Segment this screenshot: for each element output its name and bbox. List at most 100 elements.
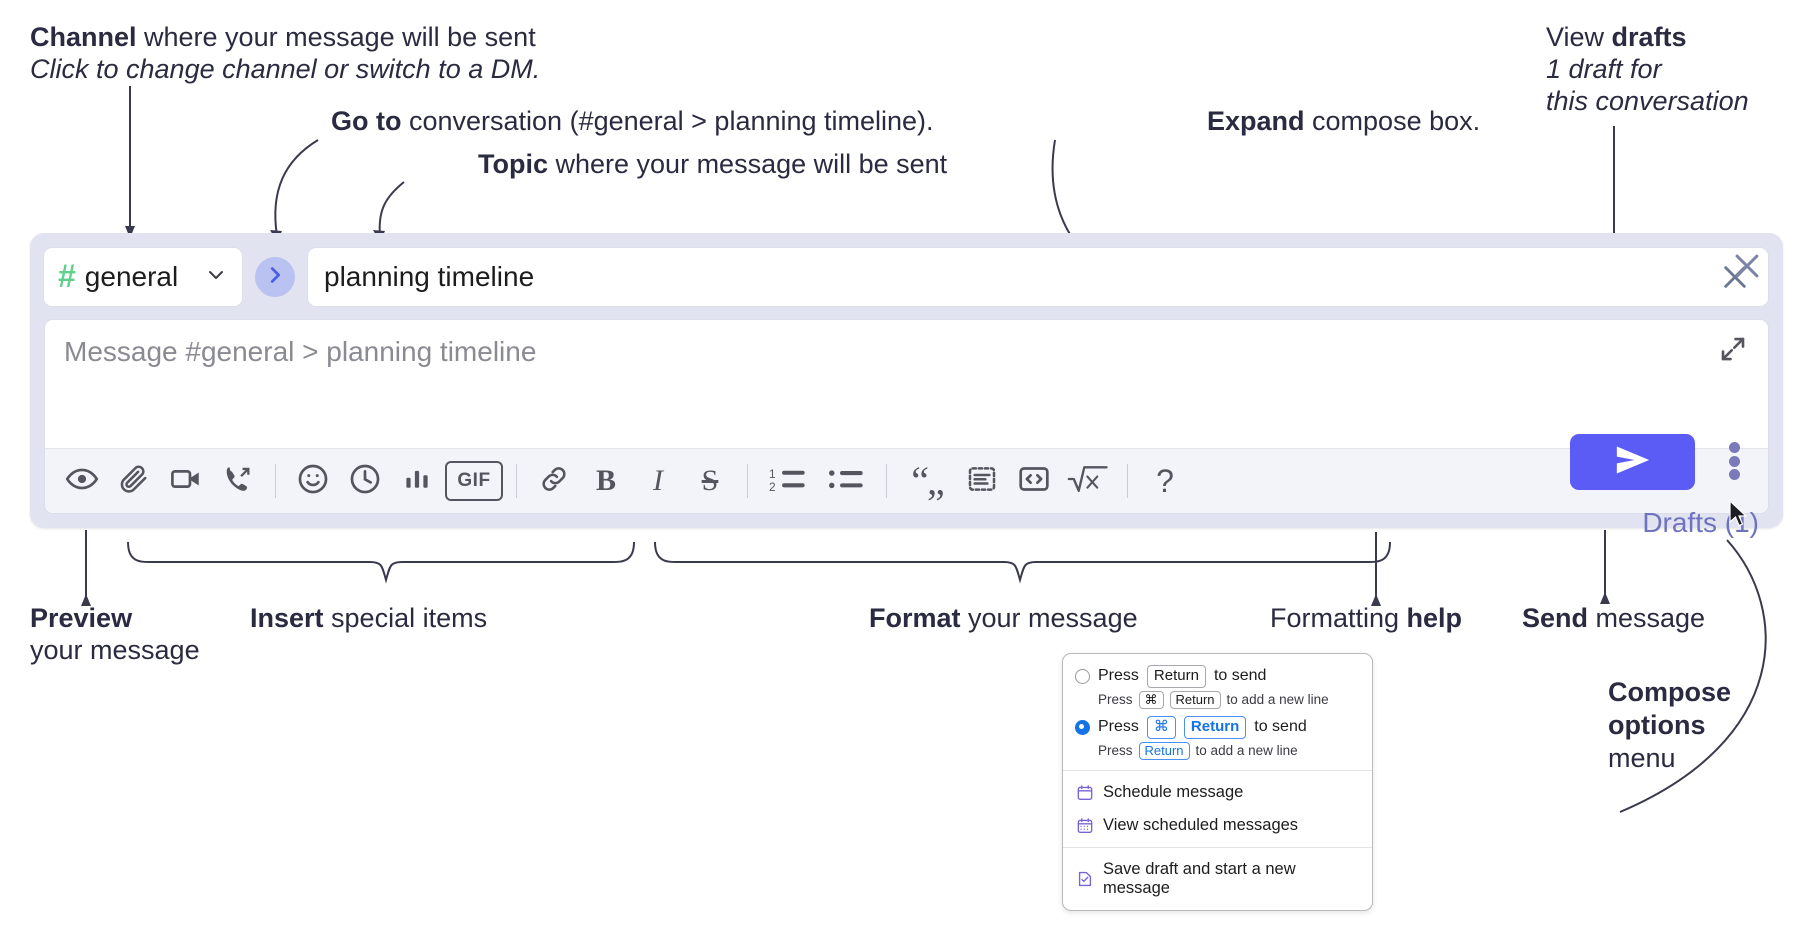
annotation-channel: Channel where your message will be sent …: [30, 22, 540, 86]
chevron-right-icon: [264, 264, 286, 291]
annotation-expand-rest: compose box.: [1304, 106, 1481, 136]
separator-2: [516, 464, 517, 498]
more-vertical-icon-dot-3: [1728, 469, 1740, 480]
menu-item-label: Save draft and start a new message: [1103, 860, 1296, 897]
key-return: Return: [1138, 741, 1190, 760]
send-option-1-sub-tail: to add a new line: [1226, 692, 1329, 708]
send-paper-plane-icon: [1613, 443, 1653, 482]
annotation-channel-rest: where your message will be sent: [136, 22, 536, 52]
svg-text:1: 1: [769, 466, 776, 480]
code-button[interactable]: [1008, 455, 1060, 507]
annotation-help-bold: help: [1406, 603, 1463, 633]
poll-button[interactable]: [391, 455, 443, 507]
annotation-topic: Topic where your message will be sent: [478, 149, 947, 181]
radio-unselected[interactable]: [1075, 668, 1090, 684]
annotation-format: Format your message: [869, 603, 1138, 635]
annotation-preview-line2: your message: [30, 634, 200, 665]
radio-selected[interactable]: [1075, 719, 1090, 735]
bold-button[interactable]: B: [580, 455, 632, 507]
send-option-row-1[interactable]: Press Return to send Press ⌘ Return to a…: [1075, 665, 1360, 709]
bulleted-list-button[interactable]: [817, 455, 875, 507]
send-option-2-press: Press: [1098, 718, 1139, 736]
menu-divider-2: [1063, 847, 1372, 848]
compose-box: # general planning timeline Message #gen…: [30, 233, 1783, 538]
annotation-send: Send message: [1522, 603, 1705, 635]
compose-options-button[interactable]: [1721, 442, 1747, 480]
emoji-button[interactable]: [287, 455, 339, 507]
send-option-1-tail: to send: [1213, 667, 1267, 685]
annotation-drafts-bold: drafts: [1611, 22, 1687, 52]
send-option-2-sub: Press Return to add a new line: [1098, 741, 1360, 760]
more-vertical-icon-dot-1: [1728, 442, 1740, 453]
blockquote-button[interactable]: “„: [898, 455, 956, 507]
annotation-drafts-italic1: 1 draft for: [1546, 53, 1662, 84]
topic-value: planning timeline: [324, 261, 535, 292]
formatting-help-button[interactable]: ?: [1139, 455, 1191, 507]
attach-button[interactable]: [108, 455, 160, 507]
blockquote-icon: “„: [911, 458, 944, 503]
annotation-send-rest: message: [1588, 603, 1706, 633]
menu-item-label: Schedule message: [1103, 783, 1244, 801]
menu-item-view-scheduled-messages[interactable]: View scheduled messages: [1063, 809, 1372, 842]
bold-icon: B: [595, 464, 616, 497]
annotation-drafts-plain: View: [1546, 22, 1612, 52]
annotation-format-bold: Format: [869, 603, 961, 633]
chevron-down-icon: [204, 263, 228, 292]
italic-button[interactable]: I: [632, 455, 684, 507]
preview-button[interactable]: [56, 455, 108, 507]
annotation-channel-bold: Channel: [30, 22, 137, 52]
key-return: Return: [1183, 716, 1247, 739]
compose-options-menu: Press Return to send Press ⌘ Return to a…: [1062, 653, 1373, 911]
phone-forward-icon: [222, 463, 254, 500]
schedule-group: Schedule message View scheduled messages: [1063, 771, 1372, 847]
code-block-button[interactable]: [956, 455, 1008, 507]
paperclip-icon: [118, 463, 150, 500]
channel-selector[interactable]: # general: [43, 247, 243, 307]
send-shortcut-options: Press Return to send Press ⌘ Return to a…: [1063, 654, 1372, 770]
link-button[interactable]: [528, 455, 580, 507]
huddle-button[interactable]: [212, 455, 264, 507]
key-return: Return: [1169, 690, 1221, 709]
math-button[interactable]: [1060, 455, 1116, 507]
expand-icon[interactable]: [1718, 334, 1752, 368]
reminder-button[interactable]: [339, 455, 391, 507]
save-draft-icon: [1075, 870, 1094, 889]
menu-item-schedule-message[interactable]: Schedule message: [1063, 776, 1372, 809]
topic-input[interactable]: planning timeline: [307, 247, 1769, 307]
annotation-insert: Insert special items: [250, 603, 487, 635]
math-sqrt-icon: [1067, 462, 1109, 501]
video-button[interactable]: [160, 455, 212, 507]
key-return: Return: [1146, 665, 1206, 688]
mouse-cursor: [1729, 500, 1748, 527]
close-compose-button[interactable]: [1730, 249, 1764, 283]
annotation-channel-italic: Click to change channel or switch to a D…: [30, 53, 541, 84]
annotation-format-rest: your message: [960, 603, 1138, 633]
menu-item-save-draft[interactable]: Save draft and start a new message: [1063, 853, 1372, 905]
message-editor[interactable]: Message #general > planning timeline: [44, 319, 1769, 514]
annotation-compose-rest: menu: [1608, 742, 1676, 773]
send-option-row-2[interactable]: Press ⌘ Return to send Press Return to a…: [1075, 716, 1360, 760]
annotation-compose-options: Compose options menu: [1608, 676, 1731, 775]
ordered-list-button[interactable]: 1 2: [759, 455, 817, 507]
strikethrough-button[interactable]: S: [684, 455, 736, 507]
annotation-insert-rest: special items: [323, 603, 488, 633]
menu-divider-1: [1063, 770, 1372, 771]
video-camera-icon: [169, 462, 203, 501]
formatting-toolbar: GIF B I S 1: [45, 448, 1768, 513]
bulleted-list-icon: [827, 464, 865, 499]
code-inline-icon: [1017, 462, 1051, 501]
gif-button[interactable]: GIF: [443, 455, 505, 507]
italic-icon: I: [653, 464, 663, 497]
annotation-expand: Expand compose box.: [1207, 106, 1480, 138]
separator-1: [275, 464, 276, 498]
draft-group: Save draft and start a new message: [1063, 848, 1372, 910]
gif-label: GIF: [457, 470, 491, 491]
annotation-topic-bold: Topic: [478, 149, 548, 179]
send-option-1-sub-press: Press: [1098, 692, 1133, 708]
goto-conversation-button[interactable]: [255, 257, 295, 297]
send-button[interactable]: [1570, 434, 1695, 490]
smiley-icon: [296, 462, 330, 501]
send-option-2-sub-tail: to add a new line: [1195, 743, 1298, 759]
annotation-goto: Go to conversation (#general > planning …: [331, 106, 934, 138]
annotation-preview-bold: Preview: [30, 603, 133, 633]
